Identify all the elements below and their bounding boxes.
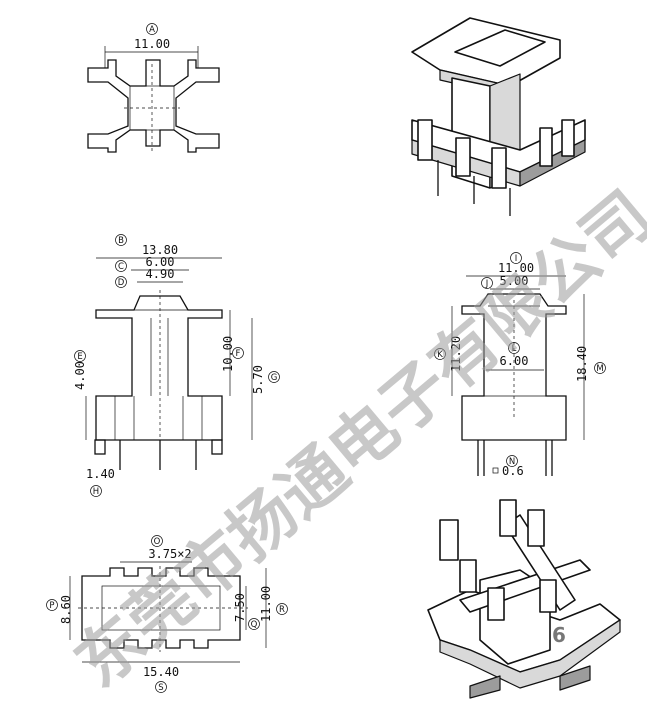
dim-letter-h: H [93, 487, 99, 497]
dim-value-o: 3.75×2 [148, 547, 191, 561]
dim-value-s: 15.40 [143, 665, 179, 679]
dim-value-c: 6.00 [146, 255, 175, 269]
dim-value-q: 7.50 [233, 593, 247, 622]
dim-value-j: 5.00 [500, 274, 529, 288]
dim-value-f: 10.00 [221, 336, 235, 372]
front-view: B 13.80 C 6.00 D 4.90 E 4.00 10.0 [73, 234, 280, 497]
dim-letter-l: L [512, 344, 517, 354]
dim-letter-e: E [77, 352, 82, 362]
dim-value-d: 4.90 [146, 267, 175, 281]
front-view-outline [95, 295, 223, 441]
top-view-outline [87, 59, 220, 153]
dim-letter-d: D [118, 278, 125, 288]
dim-letter-f: F [236, 349, 241, 359]
page-number: 6 [552, 623, 566, 647]
dim-letter-k: K [437, 350, 443, 360]
dim-letter-q: Q [251, 620, 258, 630]
dim-letter-p: P [49, 601, 54, 611]
dim-value-a: 11.00 [134, 37, 170, 51]
dim-letter-j: J [485, 279, 489, 289]
dim-value-r: 11.00 [259, 586, 273, 622]
dim-letter-s: S [158, 683, 163, 693]
bottom-view-outline [81, 567, 241, 649]
dim-letter-o: O [154, 537, 161, 547]
dim-value-g: 5.70 [251, 365, 265, 394]
dim-value-p: 8.60 [59, 595, 73, 624]
dim-letter-i: I [515, 254, 518, 264]
top-view: A 11.00 [87, 23, 220, 153]
dim-value-e: 4.00 [73, 361, 87, 390]
isometric-view-top [411, 17, 586, 216]
dim-value-l: 6.00 [500, 354, 529, 368]
dim-letter-g: G [271, 373, 278, 383]
dim-value-k: 11.20 [449, 336, 463, 372]
dim-value-i: 11.00 [498, 261, 534, 275]
dim-value-m: 18.40 [575, 346, 589, 382]
dim-letter-b: B [118, 236, 124, 246]
bottom-view: O 3.75×2 P 8.60 7.50 Q 11.00 R 15.40 S [46, 535, 288, 693]
isometric-view-bottom: 6 [427, 499, 621, 699]
dim-letter-c: C [118, 262, 124, 272]
side-view: I 11.00 J 5.00 L 6.00 K 11.20 18.40 M N [434, 252, 606, 478]
dim-value-n: 0.6 [502, 464, 524, 478]
dim-letter-a: A [149, 25, 155, 35]
dim-letter-n: N [509, 457, 515, 467]
dim-letter-r: R [279, 605, 285, 615]
dim-value-h: 1.40 [86, 467, 115, 481]
dim-letter-m: M [596, 364, 603, 374]
dim-value-b: 13.80 [142, 243, 178, 257]
dim-marker-a [146, 23, 158, 35]
